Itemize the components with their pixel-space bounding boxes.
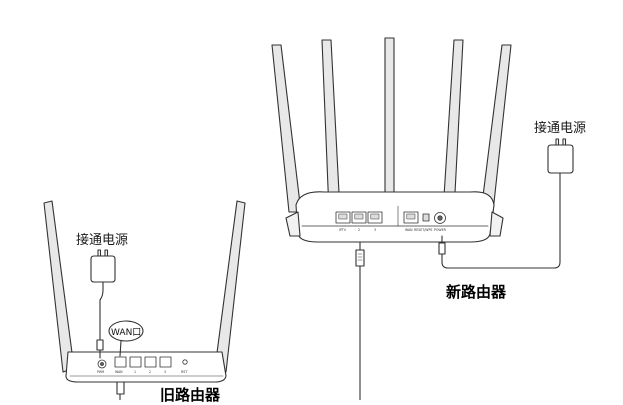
power-plug (96, 339, 104, 351)
wan-callout-bubble (108, 320, 144, 342)
ethernet-plug-top (355, 249, 365, 267)
old-reset-button (182, 359, 188, 365)
new-router-foot-left (285, 211, 301, 237)
power-label-old-router: 接通电源 (76, 233, 129, 248)
port-label: 3 (164, 370, 166, 374)
port-label: PWR (97, 370, 105, 374)
reset-button (422, 213, 430, 222)
old-ethernet-plug (116, 381, 125, 395)
new-router-ports (335, 211, 446, 224)
port-label: WAN (405, 228, 413, 232)
old-router-label: 旧路由器 (160, 386, 221, 404)
power-label-new-router: 接通电源 (534, 121, 587, 136)
antenna-2 (321, 39, 341, 213)
port-label: WAN (115, 370, 123, 374)
new-router-port-labels: IPTV 2 3 WAN RESET/WPS POWER (339, 228, 447, 232)
antenna-right (214, 200, 246, 373)
power-cable (441, 181, 561, 269)
new-router: IPTV 2 3 WAN RESET/WPS POWER (271, 37, 512, 243)
old-router-antennas (43, 200, 246, 373)
adapter-prong-right (562, 138, 567, 146)
adapter-body (547, 144, 574, 174)
old-router-port-labels: PWR WAN 1 2 3 RST (97, 370, 187, 374)
adapter-prong-right (104, 249, 109, 257)
antenna-3 (384, 37, 395, 213)
power-plug (438, 242, 446, 255)
new-router-body (295, 191, 495, 243)
old-port-wan (114, 356, 127, 368)
port-label: IPTV (339, 228, 347, 232)
port-label: RESET/WPS (414, 228, 432, 232)
power-cable (99, 281, 104, 341)
new-router-foot-right (489, 211, 504, 237)
antenna-5 (480, 44, 512, 213)
old-power-adapter (90, 249, 116, 359)
antenna-left (43, 200, 75, 373)
port-label: 1 (134, 370, 136, 374)
antenna-4 (442, 39, 464, 213)
new-router-label: 新路由器 (446, 283, 507, 301)
port-label: POWER (434, 228, 447, 232)
wan-callout-pointer (119, 340, 122, 357)
wan-port-label: WAN口 (111, 328, 142, 338)
new-router-antennas (271, 37, 512, 213)
new-power-adapter (438, 138, 574, 269)
adapter-body (90, 255, 116, 283)
port-label: 3 (374, 228, 376, 232)
ethernet-cable (355, 241, 365, 401)
port-label: 2 (149, 370, 151, 374)
old-router: PWR WAN 1 2 3 RST (43, 200, 246, 383)
old-port-lan-3 (159, 356, 172, 368)
old-port-lan-1 (129, 356, 142, 368)
adapter-prong-left (97, 249, 102, 257)
port-label: 2 (358, 228, 360, 232)
old-port-lan-2 (144, 356, 157, 368)
adapter-prong-left (555, 138, 560, 146)
port-label: RST (181, 370, 187, 374)
old-router-lan-cable (116, 381, 125, 401)
old-router-ports (97, 356, 188, 369)
antenna-1 (271, 44, 302, 213)
